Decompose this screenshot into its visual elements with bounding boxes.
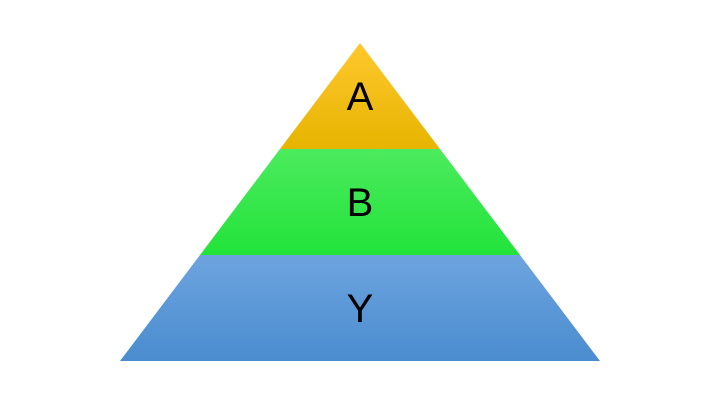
pyramid-tier-middle-label: B [347, 181, 374, 225]
pyramid-tier-top [280, 43, 440, 149]
pyramid-tier-bottom-label: Y [347, 287, 374, 331]
pyramid-tier-middle [200, 149, 520, 255]
pyramid-tier-bottom [120, 255, 600, 361]
pyramid-tier-top-label: A [347, 75, 374, 119]
